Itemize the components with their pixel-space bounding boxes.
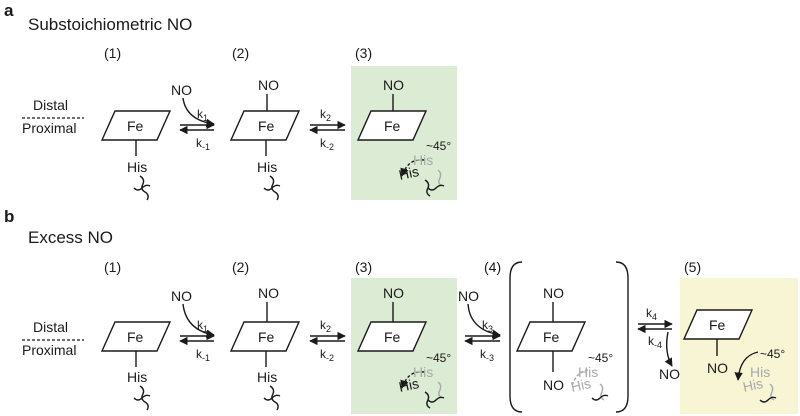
panel-b-letter: b bbox=[4, 207, 14, 226]
fe-label: Fe bbox=[384, 118, 401, 134]
no-label: NO bbox=[171, 82, 192, 98]
distal-label: Distal bbox=[33, 97, 68, 113]
heme-state-2: NO Fe His bbox=[229, 285, 301, 411]
his-label: His bbox=[127, 159, 147, 175]
heme-plane bbox=[100, 110, 172, 141]
no-label: NO bbox=[383, 77, 404, 93]
heme-plane bbox=[100, 321, 172, 352]
rotation-arrow bbox=[734, 351, 759, 381]
fe-label: Fe bbox=[127, 118, 144, 134]
rotation-arrow bbox=[400, 159, 425, 177]
heme-plane bbox=[356, 110, 428, 141]
heme-state-1: Fe His bbox=[100, 321, 172, 411]
right-bracket bbox=[615, 261, 629, 413]
equilibrium-arrows-1: k1 k-1 bbox=[179, 318, 215, 363]
svg-text:k1: k1 bbox=[197, 107, 208, 123]
state-5-highlight bbox=[680, 278, 798, 414]
angle-label: ~45° bbox=[426, 139, 451, 153]
his-label: His bbox=[397, 375, 420, 395]
state-number: (3) bbox=[355, 259, 372, 275]
protein-chain-icon bbox=[599, 383, 605, 401]
heme-plane bbox=[515, 321, 587, 352]
svg-text:k-1: k-1 bbox=[196, 136, 210, 152]
fe-label: Fe bbox=[127, 329, 144, 345]
proximal-label: Proximal bbox=[22, 342, 76, 358]
svg-text:k-1: k-1 bbox=[196, 347, 210, 363]
panel-a: a Substoichiometric NO (1) (2) (3) Dista… bbox=[4, 1, 457, 201]
heme-plane bbox=[229, 110, 301, 141]
state-number: (1) bbox=[104, 259, 121, 275]
panel-a-letter: a bbox=[4, 1, 14, 20]
no-label: NO bbox=[543, 285, 564, 301]
his-label-ghost: His bbox=[750, 364, 770, 380]
his-label: His bbox=[257, 159, 277, 175]
no-label: NO bbox=[707, 360, 728, 376]
his-label-ghost: His bbox=[569, 375, 592, 395]
heme-state-4: NO Fe NO ~45° His His bbox=[509, 261, 629, 413]
svg-text:k-3: k-3 bbox=[480, 347, 494, 363]
svg-text:k-4: k-4 bbox=[648, 334, 662, 350]
angle-label: ~45° bbox=[760, 347, 785, 361]
heme-state-3: NO Fe ~45° His His bbox=[356, 285, 451, 409]
left-bracket bbox=[509, 261, 523, 413]
heme-plane bbox=[356, 321, 428, 352]
his-label-ghost: His bbox=[413, 152, 433, 168]
state-number: (1) bbox=[104, 45, 121, 61]
distal-label: Distal bbox=[33, 319, 68, 335]
no-label: NO bbox=[258, 77, 279, 93]
his-label: His bbox=[257, 369, 277, 385]
state-number: (4) bbox=[484, 259, 501, 275]
equilibrium-arrows-4: k4 k-4 NO bbox=[637, 306, 680, 382]
state-number: (2) bbox=[232, 45, 249, 61]
fe-label: Fe bbox=[258, 329, 275, 345]
fe-label: Fe bbox=[543, 329, 560, 345]
fe-label: Fe bbox=[384, 329, 401, 345]
rotation-arrow bbox=[400, 371, 425, 389]
svg-text:k3: k3 bbox=[482, 318, 493, 334]
no-label: NO bbox=[258, 285, 279, 301]
fe-label: Fe bbox=[709, 317, 726, 333]
his-label-ghost: His bbox=[578, 364, 598, 380]
angle-label: ~45° bbox=[426, 351, 451, 365]
heme-plane bbox=[229, 321, 301, 352]
no-label: NO bbox=[543, 377, 564, 393]
proximal-label: Proximal bbox=[22, 120, 76, 136]
heme-state-2: NO Fe His bbox=[229, 77, 301, 201]
equilibrium-arrows-2: k2 k-2 bbox=[309, 107, 346, 152]
equilibrium-arrows-3: k3 k-3 bbox=[464, 318, 501, 363]
svg-text:k4: k4 bbox=[646, 306, 657, 322]
heme-state-5: Fe NO ~45° His His bbox=[682, 309, 785, 403]
release-arrow bbox=[664, 331, 673, 367]
panel-b-title: Excess NO bbox=[28, 228, 113, 247]
his-label-ghost: His bbox=[741, 375, 764, 395]
equilibrium-arrows-1: k1 k-1 bbox=[179, 107, 215, 152]
state-number: (5) bbox=[684, 259, 701, 275]
svg-text:k2: k2 bbox=[320, 107, 331, 123]
his-label: His bbox=[397, 163, 420, 183]
panel-a-title: Substoichiometric NO bbox=[28, 15, 192, 34]
equilibrium-arrows-2: k2 k-2 bbox=[309, 318, 346, 363]
fe-label: Fe bbox=[258, 118, 275, 134]
angle-label: ~45° bbox=[588, 351, 613, 365]
no-label: NO bbox=[458, 288, 479, 304]
no-label: NO bbox=[659, 366, 680, 382]
svg-text:k-2: k-2 bbox=[320, 136, 334, 152]
panel-b: b Excess NO (1) (2) (3) (4) (5) Distal P… bbox=[4, 207, 798, 414]
state-number: (2) bbox=[232, 259, 249, 275]
heme-state-3: NO Fe ~45° His His bbox=[356, 77, 451, 197]
his-label: His bbox=[127, 369, 147, 385]
his-label-ghost: His bbox=[413, 364, 433, 380]
heme-state-1: Fe His bbox=[100, 110, 172, 201]
svg-text:k-2: k-2 bbox=[320, 347, 334, 363]
svg-text:k1: k1 bbox=[197, 318, 208, 334]
rotation-arrow bbox=[571, 369, 589, 387]
no-label: NO bbox=[171, 288, 192, 304]
state-number: (3) bbox=[355, 45, 372, 61]
heme-plane bbox=[682, 309, 754, 340]
no-label: NO bbox=[383, 285, 404, 301]
svg-text:k2: k2 bbox=[320, 318, 331, 334]
